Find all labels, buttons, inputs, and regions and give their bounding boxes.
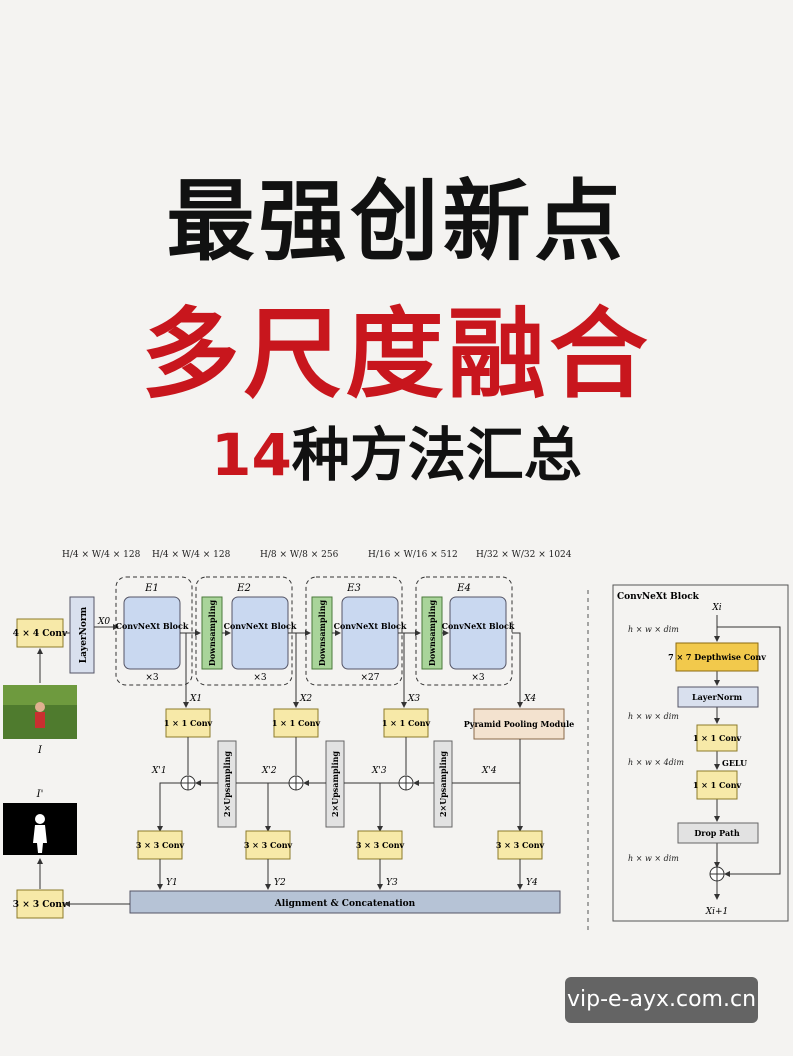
convnext-block-1-label: ConvNeXt Block: [116, 621, 189, 631]
block-detail-dim3: h × w × 4dim: [628, 758, 684, 767]
downsampling-3-label: Downsampling: [427, 599, 437, 666]
drop-path-label: Drop Path: [694, 828, 740, 838]
upsampling-2: [325, 740, 345, 828]
downsampling-1-label: Downsampling: [207, 599, 217, 666]
watermark-badge: vip-e-ayx.com.cn: [565, 977, 758, 1023]
stage-e1-repeat: ×3: [145, 673, 159, 683]
conv3x3-4: [497, 830, 543, 860]
alignment-label: Alignment & Concatenation: [274, 899, 416, 909]
convnext-block-1: [123, 596, 181, 670]
title-line-2: 多尺度融合: [141, 298, 652, 412]
conv3x3-4-label: 3 × 3 Conv: [496, 840, 545, 850]
conv3x3-2-label: 3 × 3 Conv: [244, 840, 293, 850]
drop-path-box: [677, 822, 759, 844]
conv1x1-3: [383, 708, 429, 738]
xp2-label: X'2: [261, 766, 277, 776]
conv4x4-label: 4 × 4 Conv: [13, 629, 68, 639]
stage-e3-name: E3: [346, 583, 361, 594]
conv4x4-box: [16, 618, 64, 648]
subtitle-number: 14: [211, 421, 292, 489]
final-conv3x3-box: [16, 889, 64, 919]
conv1x1-1: [165, 708, 211, 738]
block-layernorm-box: [677, 686, 759, 708]
convnext-block-3: [341, 596, 399, 670]
xp1-label: X'1: [151, 766, 167, 776]
block-conv1-label: 1 × 1 Conv: [693, 733, 742, 743]
pyramid-pooling-module: [473, 708, 565, 740]
stage-e1: [115, 576, 193, 686]
block-conv1-box: [696, 724, 738, 752]
convnext-block-3-label: ConvNeXt Block: [334, 621, 407, 631]
stage-e2-name: E2: [236, 583, 251, 594]
block-detail-panel: [612, 584, 789, 922]
xp4-label: X'4: [481, 766, 497, 776]
upsampling-1: [217, 740, 237, 828]
input-label: I: [37, 745, 43, 756]
dim-label-0: H/4 × W/4 × 128: [62, 550, 141, 560]
upsampling-3-label: 2×Upsampling: [438, 751, 448, 817]
alignment-concatenation-bar: [129, 890, 561, 914]
y4-label: Y4: [526, 878, 538, 888]
dim-label-1: H/4 × W/4 × 128: [152, 550, 231, 560]
block-detail-xi1: Xi+1: [705, 907, 729, 917]
y3-label: Y3: [386, 878, 398, 888]
upsampling-2-label: 2×Upsampling: [330, 751, 340, 817]
conv3x3-1-label: 3 × 3 Conv: [136, 840, 185, 850]
subtitle-text: 种方法汇总: [291, 421, 582, 489]
layernorm-box: [69, 596, 95, 674]
pyramid-pooling-label: Pyramid Pooling Module: [464, 719, 574, 729]
conv3x3-3-label: 3 × 3 Conv: [356, 840, 405, 850]
depthwise-conv-box: [675, 642, 759, 672]
y1-label: Y1: [166, 878, 178, 888]
stage-e1-name: E1: [144, 583, 159, 594]
upsampling-1-label: 2×Upsampling: [222, 751, 232, 817]
x2-label: X2: [299, 694, 312, 704]
stage-e4-name: E4: [456, 583, 471, 594]
convnext-block-4: [449, 596, 507, 670]
block-detail-xi: Xi: [711, 603, 721, 613]
stage-e3-repeat: ×27: [361, 673, 380, 683]
gelu-label: GELU: [722, 758, 747, 768]
block-layernorm-label: LayerNorm: [692, 692, 743, 702]
downsampling-2-label: Downsampling: [317, 599, 327, 666]
block-conv2-box: [696, 770, 738, 800]
block-detail-dim2: h × w × dim: [628, 712, 679, 721]
x4-label: X4: [523, 694, 536, 704]
x3-label: X3: [407, 694, 420, 704]
x0-label: X0: [97, 617, 110, 627]
conv1x1-1-label: 1 × 1 Conv: [164, 718, 213, 728]
block-detail-title: ConvNeXt Block: [617, 592, 700, 602]
dim-label-2: H/8 × W/8 × 256: [260, 550, 339, 560]
stage-e2-repeat: ×3: [253, 673, 267, 683]
conv1x1-2: [273, 708, 319, 738]
convnext-block-2-label: ConvNeXt Block: [224, 621, 297, 631]
y2-label: Y2: [274, 878, 286, 888]
upsampling-3: [433, 740, 453, 828]
xp3-label: X'3: [371, 766, 387, 776]
x1-label: X1: [189, 694, 202, 704]
depthwise-conv-label: 7 × 7 Depthwise Conv: [668, 652, 766, 662]
block-conv2-label: 1 × 1 Conv: [693, 780, 742, 790]
layernorm-label: LayerNorm: [79, 606, 89, 663]
convnext-block-2: [231, 596, 289, 670]
architecture-diagram: H/4 × W/4 × 128 H/4 × W/4 × 128 H/8 × W/…: [3, 550, 789, 930]
dim-label-3: H/16 × W/16 × 512: [368, 550, 458, 560]
conv1x1-2-label: 1 × 1 Conv: [272, 718, 321, 728]
subtitle: 14种方法汇总: [0, 420, 793, 490]
title-line-1: 最强创新点: [166, 170, 627, 273]
convnext-block-4-label: ConvNeXt Block: [442, 621, 515, 631]
final-conv3x3-label: 3 × 3 Conv: [13, 900, 68, 910]
block-detail-dim4: h × w × dim: [628, 854, 679, 863]
dim-label-4: H/32 × W/32 × 1024: [476, 550, 572, 560]
conv1x1-3-label: 1 × 1 Conv: [382, 718, 431, 728]
output-label: I': [36, 789, 44, 800]
stage-e4-repeat: ×3: [471, 673, 485, 683]
block-detail-dim1: h × w × dim: [628, 625, 679, 634]
